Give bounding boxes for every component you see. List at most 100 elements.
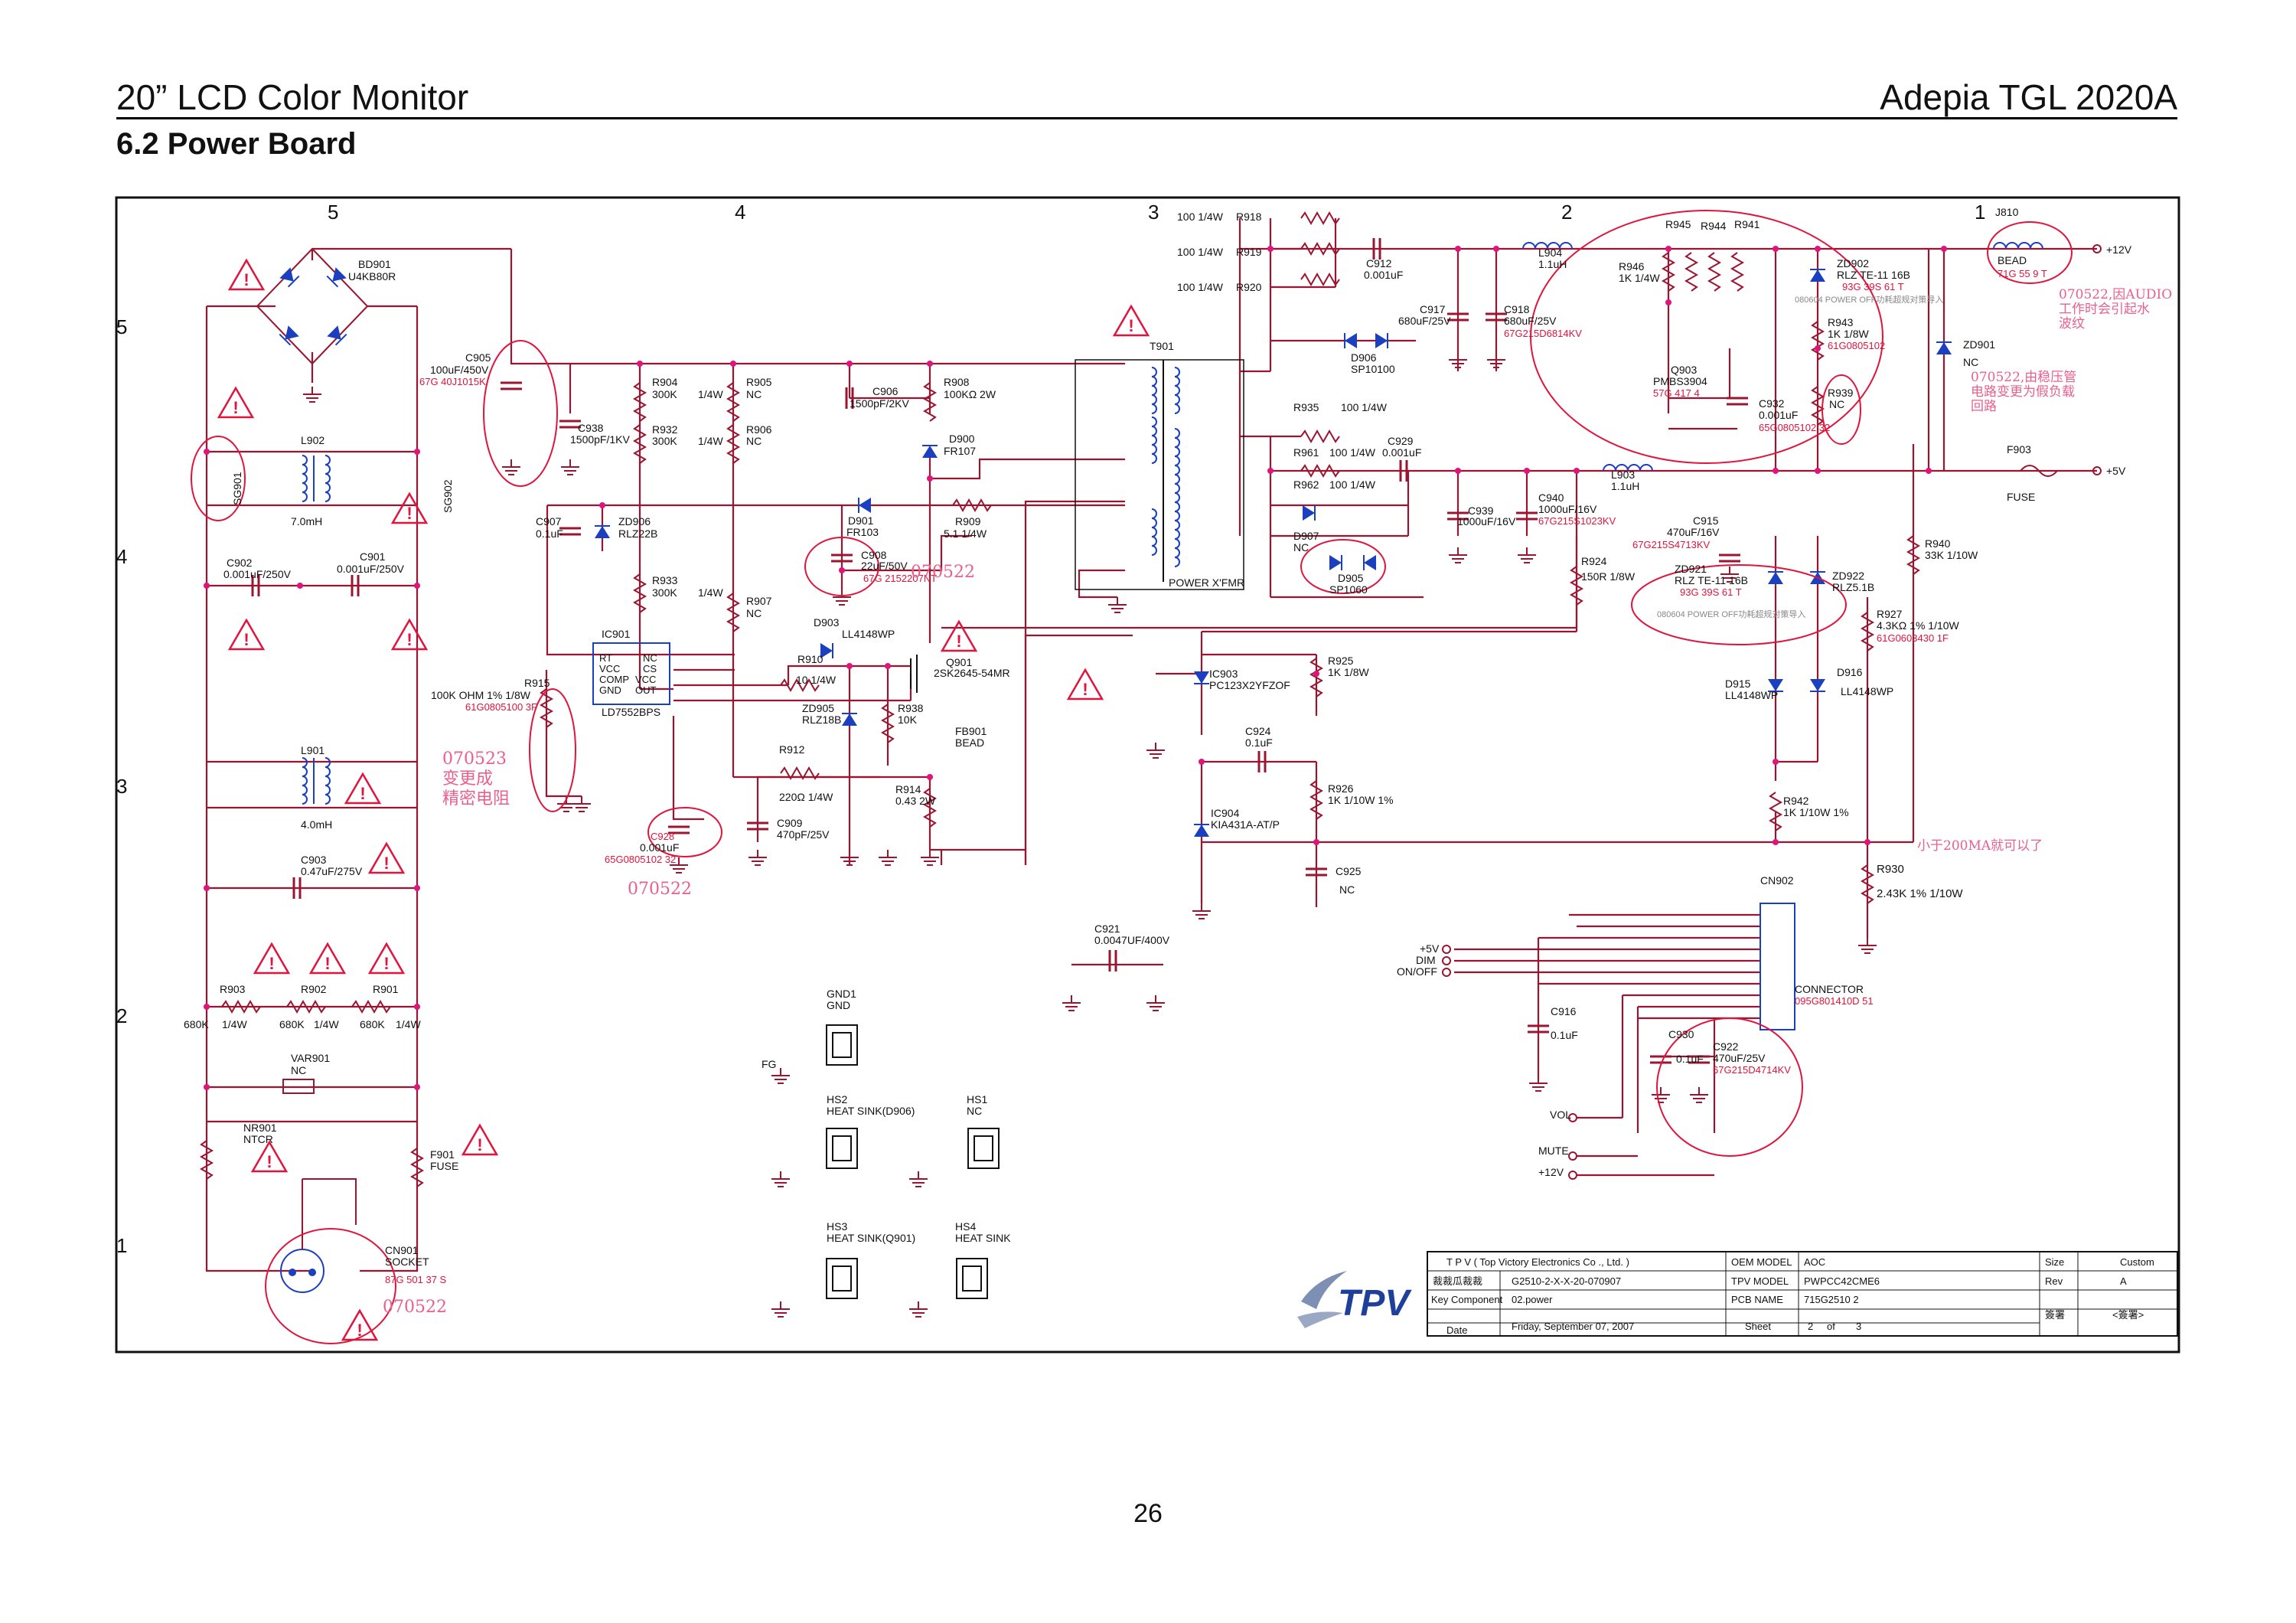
primary-wiring — [205, 247, 1578, 1272]
label-d905-val: SP1060 — [1329, 583, 1368, 596]
label-r901-pwr: 1/4W — [396, 1018, 421, 1030]
label-plus5v: +5V — [2106, 465, 2126, 477]
label-c912: C912 — [1366, 257, 1392, 269]
label-r904-pwr: 1/4W — [698, 388, 723, 400]
label-r902-val: 680K — [279, 1018, 305, 1030]
label-c932-part: 65G0805102 32 — [1759, 422, 1830, 433]
document-title: 20” LCD Color Monitor — [116, 77, 469, 117]
label-cn902-val: CONNECTOR — [1795, 983, 1864, 995]
label-c918: C918 — [1504, 303, 1530, 315]
note-power-off-b: 080604 POWER OFF功耗超规对策导入 — [1657, 609, 1805, 619]
note-audio-2: 工作时会引起水 — [2059, 302, 2150, 317]
title-size-label: Size — [2045, 1256, 2064, 1268]
label-d901: D901 — [848, 514, 874, 527]
label-r903: R903 — [220, 983, 246, 995]
label-ic904: IC904 — [1211, 807, 1240, 819]
label-zd902-part: 93G 39S 61 T — [1842, 281, 1904, 292]
grid-col-2: 2 — [1561, 201, 1572, 224]
label-d900: D900 — [949, 433, 975, 445]
label-r925-val: 1K 1/8W — [1328, 666, 1369, 678]
note-zener-3: 回路 — [1971, 399, 1997, 414]
label-hs4: HS4 — [955, 1220, 976, 1233]
label-c924-val: 0.1uF — [1245, 736, 1273, 749]
label-c907-val: 0.1uF — [536, 527, 563, 540]
label-d916: D916 — [1837, 666, 1863, 678]
label-r914: R914 — [895, 783, 921, 795]
label-q903: Q903 — [1671, 364, 1697, 376]
label-r918-val: 100 1/4W — [1177, 211, 1224, 223]
label-r946: R946 — [1619, 260, 1645, 273]
grid-row-1: 1 — [116, 1234, 127, 1257]
label-c905-val: 100uF/450V — [430, 364, 489, 376]
label-ic903: IC903 — [1209, 668, 1238, 680]
title-pcb-name-label: PCB NAME — [1731, 1294, 1783, 1305]
label-l901: L901 — [301, 744, 325, 756]
label-c901: C901 — [360, 550, 386, 563]
ic901-pin-rt: RT — [599, 652, 612, 664]
note-audio-3: 波纹 — [2059, 316, 2085, 331]
label-r910-val: 10 1/4W — [796, 674, 837, 686]
label-l901-val: 4.0mH — [301, 818, 332, 831]
header-rule — [116, 117, 2177, 119]
label-r932: R932 — [652, 423, 678, 436]
grid-col-5: 5 — [328, 201, 338, 224]
label-c915-val: 470uF/16V — [1667, 526, 1720, 538]
label-zd902-val: RLZ TE-11 16B — [1837, 269, 1910, 281]
label-hs2-val: HEAT SINK(D906) — [827, 1105, 915, 1117]
tpv-logo: TPV — [1297, 1271, 1412, 1328]
grid-col-3: 3 — [1148, 201, 1159, 224]
label-r915-val: 100K OHM 1% 1/8W — [431, 689, 531, 701]
label-r905: R905 — [746, 376, 772, 388]
label-c912-val: 0.001uF — [1364, 269, 1403, 281]
label-c908-part: 67G 2152207NT — [863, 573, 937, 584]
mosfet-q901 — [910, 655, 918, 693]
label-r909: R909 — [955, 515, 981, 527]
label-c906: C906 — [872, 385, 899, 397]
label-r926: R926 — [1328, 782, 1354, 795]
label-fb901-val: BEAD — [955, 736, 984, 749]
schematic-frame — [115, 196, 2180, 1354]
label-c915: C915 — [1693, 514, 1719, 527]
label-d903-val: LL4148WP — [842, 628, 895, 640]
ic901-pin-gnd: GND — [599, 684, 621, 696]
label-r927: R927 — [1877, 608, 1903, 620]
label-c940-part: 67G215S1023KV — [1538, 515, 1616, 527]
passive-components — [201, 381, 1166, 1187]
label-c928-val: 0.001uF — [640, 841, 679, 854]
label-var901: VAR901 — [291, 1052, 330, 1064]
label-c902: C902 — [227, 557, 253, 569]
signal-dim: DIM — [1416, 954, 1436, 966]
label-r941: R941 — [1734, 218, 1760, 230]
label-c924: C924 — [1245, 725, 1271, 737]
label-r940: R940 — [1925, 537, 1951, 550]
label-c928: C928 — [651, 831, 674, 842]
label-c922-part: 67G215D4714KV — [1713, 1064, 1791, 1076]
title-sign: <簽署> — [2112, 1309, 2144, 1321]
title-rev-label: Rev — [2045, 1275, 2063, 1287]
note-under-200ma: 小于200MA就可以了 — [1917, 838, 2043, 854]
label-r906: R906 — [746, 423, 772, 436]
label-zd901: ZD901 — [1963, 338, 1995, 351]
label-t901-val: POWER X'FMR — [1169, 576, 1244, 589]
label-r903-val: 680K — [184, 1018, 209, 1030]
model-name: Adepia TGL 2020A — [1880, 77, 2177, 117]
ic901-pin-out: OUT — [635, 684, 657, 696]
note-zener-1: 070522,由稳压管 — [1971, 370, 2076, 385]
title-company: T P V ( Top Victory Electronics Co ., Lt… — [1446, 1256, 1629, 1268]
label-r935-val: 100 1/4W — [1341, 401, 1388, 413]
label-zd921-val: RLZ TE-11 16B — [1675, 574, 1748, 586]
label-r933: R933 — [652, 574, 678, 586]
label-c916-val: 0.1uF — [1551, 1029, 1578, 1041]
label-f901: F901 — [430, 1148, 455, 1161]
ic901-pin-vcc: VCC — [599, 663, 620, 674]
label-zd905: ZD905 — [802, 702, 834, 714]
label-f903: F903 — [2007, 443, 2031, 456]
label-c932: C932 — [1759, 397, 1785, 410]
label-r907: R907 — [746, 595, 772, 607]
label-l902: L902 — [301, 434, 325, 446]
label-c938: C938 — [578, 422, 604, 434]
label-c916: C916 — [1551, 1005, 1577, 1017]
label-d907-val: NC — [1293, 541, 1309, 554]
label-c929: C929 — [1388, 435, 1414, 447]
